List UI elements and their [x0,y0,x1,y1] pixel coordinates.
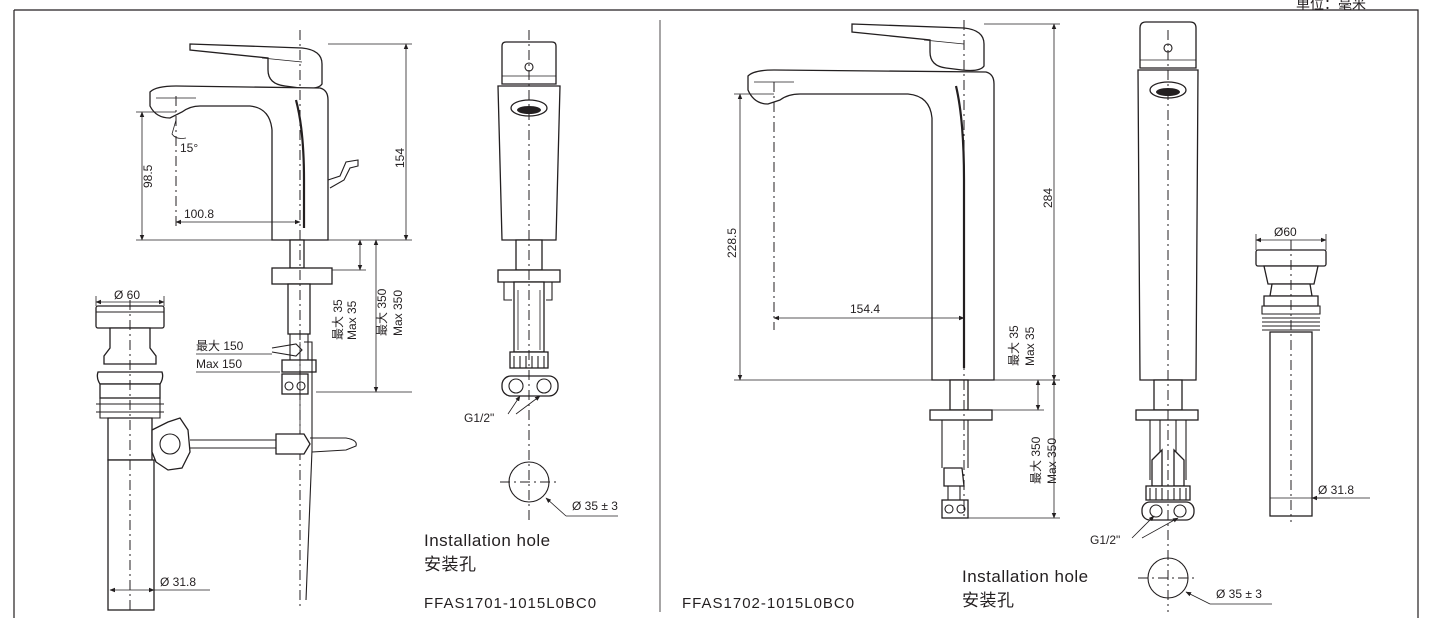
dim-spout-height-r: 228.5 [725,228,739,258]
dim-reach-r: 154.4 [850,302,880,316]
install-hole-cn: 安装孔 [424,555,477,574]
dim-max35-en: Max 35 [345,300,359,340]
left-drain-assembly [95,300,357,612]
right-drain-assembly [1255,240,1327,522]
dim-max350-cn-r: 最大 350 [1029,436,1043,484]
dim-max150-cn: 最大 150 [196,339,244,353]
unit-label: 单位：毫米 [1296,0,1366,12]
dim-hole-dia: Ø 35 ± 3 [572,499,618,513]
install-hole-en-r: Installation hole [962,567,1089,586]
drawing-frame [13,9,1419,618]
dim-max350-en-r: Max 350 [1045,438,1059,484]
dim-total-height-r: 284 [1041,188,1055,208]
dim-drain-dia-r: Ø60 [1274,225,1297,239]
model-right: FFAS1702-1015L0BC0 [682,595,855,612]
dim-thread-r: G1/2" [1090,533,1120,547]
dim-angle: 15° [180,141,198,155]
model-left: FFAS1701-1015L0BC0 [424,595,597,612]
dim-max35-en-r: Max 35 [1023,326,1037,366]
install-hole-cn-r: 安装孔 [962,591,1015,610]
dim-drain-dia: Ø 60 [114,288,140,302]
right-dimensions [734,23,1370,519]
left-faucet-side-view [149,30,359,610]
dim-max350-en: Max 350 [391,290,405,336]
left-faucet-front-view [497,30,561,520]
right-faucet-side-view [747,20,995,520]
dim-max350-cn: 最大 350 [375,288,389,336]
left-install-hole [500,395,618,517]
dim-hole-dia-r: Ø 35 ± 3 [1216,587,1262,601]
left-dimensions [95,43,412,593]
dim-spout-height: 98.5 [141,164,155,188]
dim-thread: G1/2" [464,411,494,425]
dim-max150-en: Max 150 [196,357,242,371]
dim-max35-cn: 最大 35 [331,299,345,340]
dim-total-height: 154 [393,148,407,168]
dim-tail-dia: Ø 31.8 [160,575,196,589]
dim-tail-dia-r: Ø 31.8 [1318,483,1354,497]
install-hole-en: Installation hole [424,531,551,550]
right-install-hole [1131,515,1272,605]
dim-max35-cn-r: 最大 35 [1007,325,1021,366]
dim-reach: 100.8 [184,207,214,221]
right-faucet-front-view [1135,21,1199,612]
